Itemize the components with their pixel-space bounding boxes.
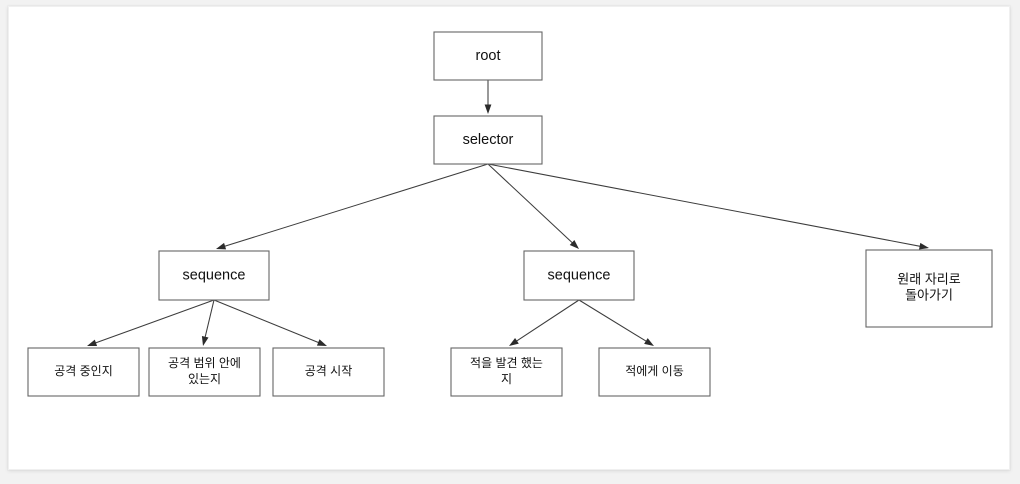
node-sequence-attack[interactable]: sequence	[158, 250, 270, 301]
edge-selector-to-return-home	[487, 163, 929, 250]
node-start-attack[interactable]: 공격 시작	[272, 347, 385, 397]
node-sequence-chase[interactable]: sequence	[523, 250, 635, 301]
node-label-move-to-enemy: 적에게 이동	[625, 364, 684, 378]
node-label-selector: selector	[463, 132, 514, 148]
node-label-is-attacking: 공격 중인지	[54, 364, 113, 378]
node-label-root: root	[476, 48, 501, 64]
edge-sequence-attack-to-start-attack	[213, 299, 327, 346]
edge-selector-to-sequence-attack	[216, 163, 489, 250]
node-is-attacking[interactable]: 공격 중인지	[27, 347, 140, 397]
edge-sequence-attack-to-is-attacking	[87, 299, 215, 346]
edge-sequence-attack-to-in-attack-range	[201, 299, 215, 346]
node-label-sequence-attack: sequence	[183, 267, 246, 283]
node-move-to-enemy[interactable]: 적에게 이동	[598, 347, 711, 397]
edge-selector-to-sequence-chase	[487, 163, 579, 249]
node-label-start-attack: 공격 시작	[305, 364, 353, 378]
edge-sequence-chase-to-found-enemy	[509, 299, 580, 346]
node-root[interactable]: root	[433, 31, 543, 81]
node-selector[interactable]: selector	[433, 115, 543, 165]
edges-layer	[87, 80, 929, 346]
node-label-sequence-chase: sequence	[548, 267, 611, 283]
edge-sequence-chase-to-move-to-enemy	[578, 299, 654, 346]
edge-root-to-selector	[484, 80, 492, 114]
